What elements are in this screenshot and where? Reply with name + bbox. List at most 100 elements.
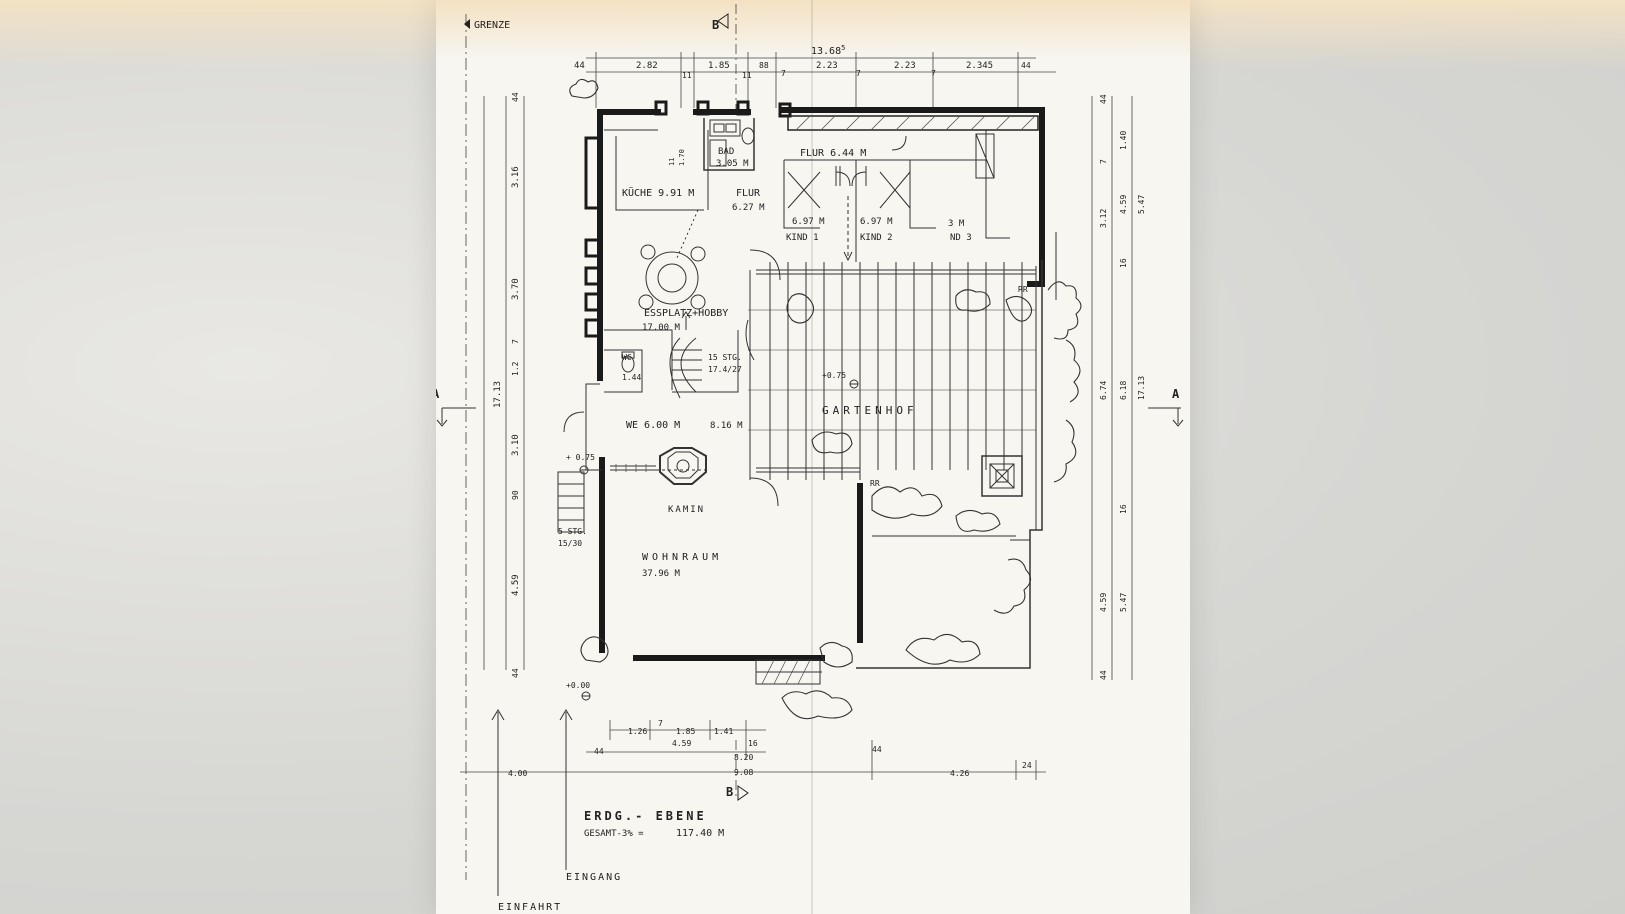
kids-room-details — [787, 133, 995, 262]
garden-walls — [755, 232, 1057, 685]
svg-text:24: 24 — [1022, 761, 1032, 770]
entrance-stairs — [557, 411, 585, 533]
bad-area: 3.05 M — [716, 159, 749, 169]
floor-plan: GRENZE B 13.685 44 2.82 11 1.85 11 88 7 … — [436, 4, 1184, 913]
svg-text:5.47: 5.47 — [1119, 593, 1128, 612]
svg-text:44: 44 — [511, 92, 520, 102]
bath-fixtures — [709, 119, 755, 167]
svg-text:7: 7 — [511, 339, 520, 344]
svg-text:9.08: 9.08 — [734, 768, 753, 777]
title-total: 117.40 M — [676, 828, 724, 839]
svg-text:1.85: 1.85 — [676, 727, 695, 736]
svg-text:1.85: 1.85 — [708, 61, 730, 71]
paper-fold — [811, 0, 813, 914]
paper-sheet — [436, 0, 1190, 914]
svg-text:44: 44 — [1099, 670, 1108, 680]
section-b-top-label: B — [712, 18, 719, 32]
title-gesamt: GESAMT-3% = — [584, 829, 644, 839]
svg-text:A: A — [1172, 387, 1180, 401]
wc-area: 1.44 — [622, 373, 641, 382]
dining-table — [638, 209, 706, 310]
title-name: ERDG.- EBENE — [584, 809, 707, 823]
bottom-dimensions: 1.26 7 1.85 1.41 4.59 16 44 8.20 9.08 44… — [460, 719, 1046, 801]
svg-text:11: 11 — [742, 71, 752, 80]
flur1-area: 6.27 M — [732, 203, 765, 213]
stairs-ratio: 17.4/27 — [708, 365, 742, 374]
svg-text:3.10: 3.10 — [511, 434, 521, 456]
section-a-right: A — [1148, 387, 1184, 427]
flur2-label: FLUR 6.44 M — [800, 148, 866, 159]
svg-text:4.59: 4.59 — [1119, 195, 1128, 214]
level-075-entry: + 0.75 — [566, 453, 595, 462]
svg-text:88: 88 — [759, 61, 769, 70]
svg-text:4.59: 4.59 — [672, 739, 691, 748]
left-dimensions: 44 3.16 3.70 7 1.2 17.13 3.10 90 4.59 44 — [483, 92, 525, 678]
svg-text:6.18: 6.18 — [1119, 381, 1128, 400]
svg-text:3.12: 3.12 — [1099, 209, 1108, 228]
svg-text:44: 44 — [1099, 94, 1108, 104]
gartenhof-label: GARTENHOF — [822, 404, 918, 417]
svg-text:A: A — [436, 387, 440, 401]
bad-dim-1: 1.70 — [678, 149, 686, 166]
shrubs — [569, 78, 1082, 720]
bad-dim-2: 11 — [668, 158, 676, 166]
stairs2-label: 5 STG. — [558, 527, 587, 536]
garden-court-pergola — [745, 249, 1036, 507]
svg-text:44: 44 — [1021, 61, 1031, 70]
svg-text:4.59: 4.59 — [511, 574, 521, 596]
flur1-label: FLUR — [736, 188, 761, 199]
svg-text:2.23: 2.23 — [816, 61, 838, 71]
right-dimensions: 44 1.40 7 3.12 4.59 5.47 16 6.74 6.18 17… — [1091, 94, 1146, 680]
svg-text:7: 7 — [658, 719, 663, 728]
svg-text:3.16: 3.16 — [511, 166, 521, 188]
svg-text:11: 11 — [682, 71, 692, 80]
svg-text:7: 7 — [1099, 159, 1108, 164]
svg-text:44: 44 — [511, 668, 520, 678]
wc-fixtures — [621, 351, 635, 373]
room-labels: BAD 3.05 M KÜCHE 9.91 M FLUR 6.27 M FLUR… — [558, 147, 1028, 690]
svg-text:1.26: 1.26 — [628, 727, 647, 736]
svg-text:4.59: 4.59 — [1099, 593, 1108, 612]
entrance-arrows — [491, 709, 573, 896]
svg-text:2.345: 2.345 — [966, 61, 993, 71]
area-816: 8.16 M — [710, 421, 743, 431]
stairs2-ratio: 15/30 — [558, 539, 582, 548]
wc-label: WC — [622, 353, 632, 362]
we-label: WE 6.00 M — [626, 420, 680, 431]
svg-text:7: 7 — [856, 69, 861, 78]
svg-text:16: 16 — [1119, 258, 1128, 268]
svg-text:17.13: 17.13 — [493, 381, 503, 408]
svg-text:17.13: 17.13 — [1137, 376, 1146, 400]
rr-label-2: RR — [870, 479, 880, 488]
svg-text:1.41: 1.41 — [714, 727, 733, 736]
svg-text:16: 16 — [1119, 504, 1128, 514]
svg-text:2.82: 2.82 — [636, 61, 658, 71]
svg-text:4.26: 4.26 — [950, 769, 969, 778]
essplatz-label: ESSPLATZ+HOBBY — [644, 308, 728, 319]
svg-text:2.23: 2.23 — [894, 61, 916, 71]
rr-label-1: RR — [1018, 285, 1028, 294]
fireplace — [610, 447, 707, 485]
bad-label: BAD — [718, 147, 734, 157]
kind1-area: 6.97 M — [792, 217, 825, 227]
einfahrt-label: EINFAHRT — [498, 902, 562, 913]
svg-text:4.00: 4.00 — [508, 769, 527, 778]
kind1-label: KIND 1 — [786, 233, 819, 243]
svg-text:90: 90 — [511, 490, 520, 500]
title-block: ERDG.- EBENE GESAMT-3% = 117.40 M EINGAN… — [498, 809, 724, 913]
section-b-top-arrow — [717, 13, 729, 29]
eingang-label: EINGANG — [566, 872, 622, 883]
svg-text:44: 44 — [594, 747, 604, 756]
stairs-label: 15 STG. — [708, 353, 742, 362]
top-segment-labels: 44 2.82 11 1.85 11 88 7 2.23 7 2.23 7 2.… — [574, 61, 1031, 80]
level-000: +0.00 — [566, 681, 590, 690]
essplatz-area: 17.00 M — [642, 323, 681, 333]
wohnraum-label: WOHNRAUM — [642, 552, 722, 563]
kueche-label: KÜCHE 9.91 M — [622, 186, 694, 199]
svg-text:8.20: 8.20 — [734, 753, 753, 762]
svg-text:1.40: 1.40 — [1119, 131, 1128, 150]
svg-text:7: 7 — [781, 69, 786, 78]
svg-text:1.2: 1.2 — [511, 361, 520, 376]
svg-text:6.74: 6.74 — [1099, 381, 1108, 400]
level-markers — [579, 379, 859, 701]
